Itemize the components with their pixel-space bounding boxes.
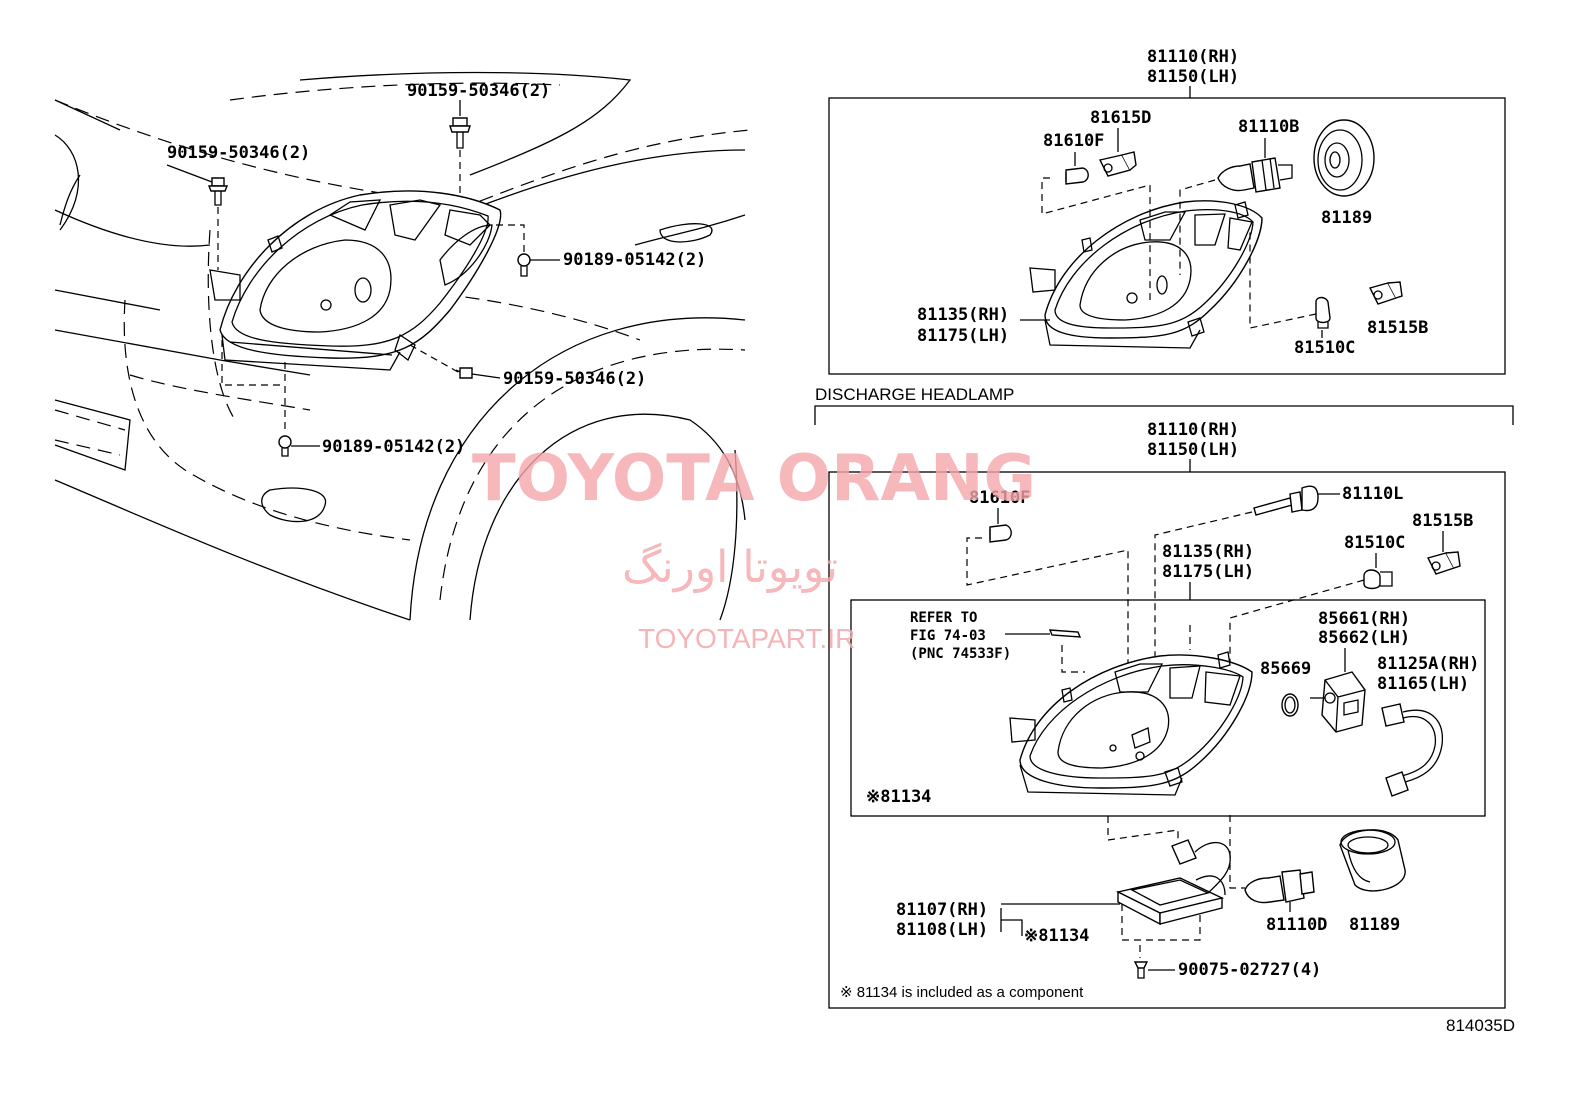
label-81125a-rh: 81125A(RH) [1377,654,1479,674]
label-81510c-discharge: 81510C [1344,533,1405,553]
label-81165-lh: 81165(LH) [1377,674,1469,694]
label-85661-rh: 85661(RH) [1318,609,1410,629]
halogen-headlamp-section: 81110(RH) 81150(LH) 81610F [828,47,1506,375]
label-81189-top: 81189 [1321,208,1372,228]
halogen-assembly-lh: 81150(LH) [1147,67,1239,87]
refer-line-1: REFER TO [910,610,977,626]
leveling-motor-85661-icon [1310,671,1366,733]
label-screw-bottom: 90189-05142(2) [322,437,465,457]
dust-cap-81189-icon [1313,119,1375,197]
label-81510c-top: 81510C [1294,338,1355,358]
label-81175-discharge-lh: 81175(LH) [1162,562,1254,582]
label-81110b: 81110B [1238,117,1299,137]
label-81515b-discharge: 81515B [1412,511,1473,531]
discharge-assembly-rh: 81110(RH) [1147,420,1239,440]
label-bolt-top: 90159-50346(2) [407,81,550,101]
discharge-frame [828,471,1506,1009]
label-81108-lh: 81108(LH) [896,920,988,940]
refer-line-2: FIG 74-03 [910,628,986,644]
label-81610f: 81610F [1043,131,1104,151]
vehicle-fasteners [207,117,531,457]
halogen-assembly-rh: 81110(RH) [1147,47,1239,67]
bulb-81110d-icon [1244,869,1315,904]
discharge-title: DISCHARGE HEADLAMP [815,385,1014,404]
hid-bulb-81110l-icon [1253,485,1319,516]
label-85662-lh: 85662(LH) [1318,628,1410,648]
watermark: TOYOTA ORANG تویوتا اورنگ TOYOTAPART.IR [472,442,1036,654]
watermark-brand: TOYOTA ORANG [472,442,1036,516]
label-85669: 85669 [1260,659,1311,679]
halogen-headlamp-unit [1029,200,1263,349]
bulb-81610f-discharge-icon [989,524,1012,543]
wire-harness-81125a-icon [1381,703,1443,797]
bulb-81610f-icon [1065,167,1089,185]
clip-icon [1048,629,1082,638]
label-90075: 90075-02727(4) [1178,960,1321,980]
label-81135-discharge-rh: 81135(RH) [1162,542,1254,562]
label-bolt-bottom-right: 90159-50346(2) [503,369,646,389]
diagram-id: 814035D [1446,1016,1515,1035]
discharge-inner-frame [850,599,1486,817]
bolt-top-icon [449,117,471,149]
label-81134-ballast: ※81134 [1024,926,1089,946]
socket-81515b-discharge-icon [1426,551,1461,575]
label-81610f-discharge: 81610F [969,488,1030,508]
ballast-81107-icon [1115,839,1231,926]
socket-81615d-icon [1098,151,1137,177]
discharge-headlamp-section: DISCHARGE HEADLAMP 81110(RH) 81150(LH) 8… [814,385,1514,1009]
label-81175-lh: 81175(LH) [917,326,1009,346]
screw-90075-icon [1133,961,1149,979]
footnote: ※ 81134 is included as a component [840,984,1084,1001]
discharge-headlamp-unit [1009,651,1253,796]
socket-81515b-icon [1368,281,1403,305]
bulb-81510c-icon [1315,296,1331,329]
label-bolt-left: 90159-50346(2) [167,143,310,163]
bulb-81110b-icon [1217,138,1293,193]
bolt-left-icon [207,177,229,206]
watermark-brand-fa: تویوتا اورنگ [622,542,838,593]
label-81189-discharge: 81189 [1349,915,1400,935]
label-81107-rh: 81107(RH) [896,900,988,920]
headlamp-vehicle-mounted [209,190,502,371]
bulb-81510c-discharge-icon [1363,569,1393,590]
watermark-site: TOYOTAPART.IR [638,623,855,654]
halogen-frame [828,97,1506,375]
discharge-assembly-lh: 81150(LH) [1147,440,1239,460]
label-81110l: 81110L [1342,484,1403,504]
label-81515b-top: 81515B [1367,318,1428,338]
screw-bottom-icon [278,435,292,457]
label-screw-right: 90189-05142(2) [563,250,706,270]
dust-cap-81189-discharge-icon [1339,829,1406,892]
label-81615d: 81615D [1090,108,1151,128]
label-81110d: 81110D [1266,915,1327,935]
bolt-bottom-right-icon [455,367,473,379]
label-81135-rh: 81135(RH) [917,305,1009,325]
screw-right-icon [517,253,531,277]
refer-line-3: (PNC 74533F) [910,646,1011,662]
label-81134-inner: ※81134 [866,787,931,807]
